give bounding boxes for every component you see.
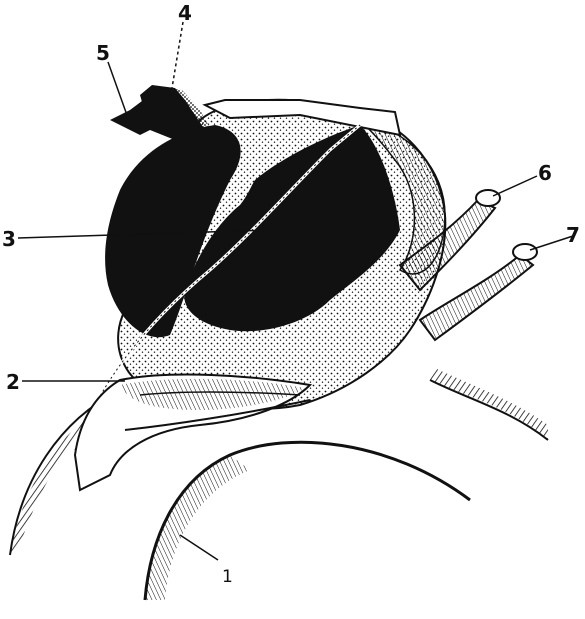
label-7: 7 bbox=[566, 223, 580, 247]
label-4: 4 bbox=[178, 1, 192, 25]
leader-6 bbox=[493, 176, 537, 196]
top-vessels bbox=[110, 85, 210, 140]
label-6: 6 bbox=[538, 161, 552, 185]
label-2: 2 bbox=[6, 370, 20, 394]
leader-1 bbox=[180, 535, 218, 560]
label-5: 5 bbox=[96, 41, 110, 65]
label-1: 1 bbox=[222, 567, 233, 587]
label-3: 3 bbox=[2, 227, 16, 251]
leader-4 bbox=[170, 22, 183, 100]
leader-5 bbox=[108, 62, 128, 118]
lower-channel bbox=[75, 375, 310, 490]
